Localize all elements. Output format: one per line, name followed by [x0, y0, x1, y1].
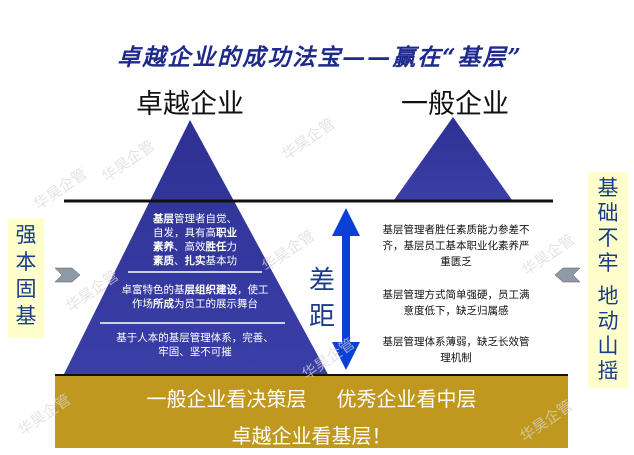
gap-char: 差 [308, 266, 335, 296]
pyramid-tier-1-text: 基层管理者自觉、 自发，具有高职业 素养、高效胜任力 素质、扎实基本功 [135, 212, 255, 268]
left-side-char: 固 [15, 277, 37, 301]
right-side-char: 地 [597, 284, 619, 308]
left-chevron-icon [54, 267, 81, 283]
right-side-char: 摇 [597, 359, 619, 383]
gap-label: 差 距 [306, 263, 338, 335]
text-run: 为员工 [174, 298, 206, 310]
text-line: 基层管理方式简单强硬，员工满 [382, 289, 530, 301]
text-line: 牢固、坚不可摧 [158, 346, 232, 358]
text-run: 扎实 [184, 255, 206, 267]
slide-title: 卓越企业的成功法宝——赢在“基层” [117, 44, 523, 71]
text-run: 基层 [153, 213, 174, 225]
ordinary-point-1: 基层管理者胜任素质能力参差不 齐，基层员工基本职业化素养严 重匮乏 [366, 222, 546, 270]
right-side-char: 动 [597, 309, 619, 333]
excellent-pyramid [62, 120, 330, 378]
conclusion-line-2: 卓越企业看基层！ [231, 424, 392, 448]
text-line: 重匮乏 [440, 256, 472, 268]
ordinary-point-2: 基层管理方式简单强硬，员工满 意度低下，缺乏归属感 [366, 287, 546, 319]
text-run: 优秀企业看中层 [336, 387, 477, 411]
text-run: 的展示舞台 [205, 298, 259, 310]
conclusion-line-1: 一般企业看决策层 优秀企业看中层 [55, 383, 568, 412]
conclusion-bar: 一般企业看决策层 优秀企业看中层 卓越企业看基层！ [55, 376, 568, 448]
text-run: 作场 [132, 298, 153, 310]
text-line: 齐，基层员工基本职业化素养严 [382, 240, 530, 252]
text-run: 素养 [153, 241, 174, 253]
text-run: 所成 [153, 298, 174, 310]
right-heading: 一般企业 [401, 89, 509, 120]
text-line: 基层管理者胜任素质能力参差不 [382, 224, 530, 236]
left-side-char: 强 [15, 223, 37, 247]
right-side-char: 不 [597, 226, 619, 250]
text-run: 职业 [216, 227, 237, 239]
text-run: 素质 [153, 255, 174, 267]
ordinary-point-3: 基层管理体系薄弱，缺乏长效管 理机制 [366, 334, 546, 366]
text-line: 意度低下，缺乏归属感 [403, 305, 509, 317]
text-line: 基层管理体系薄弱，缺乏长效管 [382, 336, 530, 348]
text-run: 一般企业看决策层 [146, 387, 307, 411]
gap-char: 距 [308, 302, 335, 332]
text-run: 、 [174, 255, 185, 267]
left-heading: 卓越企业 [136, 89, 244, 120]
right-side-char: 牢 [597, 251, 619, 275]
right-chevron-icon [554, 267, 581, 283]
text-run: 胜任 [205, 241, 227, 253]
text-run: 卓富特色的基 [121, 284, 185, 296]
text-run: 、高效 [174, 241, 206, 253]
text-line: 基于人本的基层管理体系，完善、 [116, 332, 274, 344]
right-side-char: 础 [597, 201, 619, 225]
text-run: ，使工 [237, 284, 269, 296]
text-run: 力 [226, 241, 238, 253]
left-side-char: 基 [15, 304, 37, 328]
left-side-box: 强 本 固 基 [8, 218, 44, 338]
text-run: 层组织建设 [184, 284, 238, 296]
right-side-box: 基 础 不 牢 地 动 山 摇 [588, 172, 628, 388]
right-side-char: 基 [597, 176, 619, 200]
text-run: 基本功 [205, 255, 238, 267]
pyramid-tier-3-text: 基于人本的基层管理体系，完善、 牢固、坚不可摧 [92, 331, 298, 359]
ordinary-pyramid [394, 117, 512, 200]
pyramid-tier-2-text: 卓富特色的基层组织建设，使工 作场所成为员工的展示舞台 [108, 283, 282, 311]
text-run: 管理者自觉、 [174, 213, 237, 225]
text-line: 理机制 [440, 352, 472, 364]
left-side-char: 本 [15, 250, 37, 274]
text-run: 自发，具有高 [153, 227, 216, 239]
right-side-char: 山 [597, 334, 619, 358]
gap-double-arrow [332, 208, 360, 370]
